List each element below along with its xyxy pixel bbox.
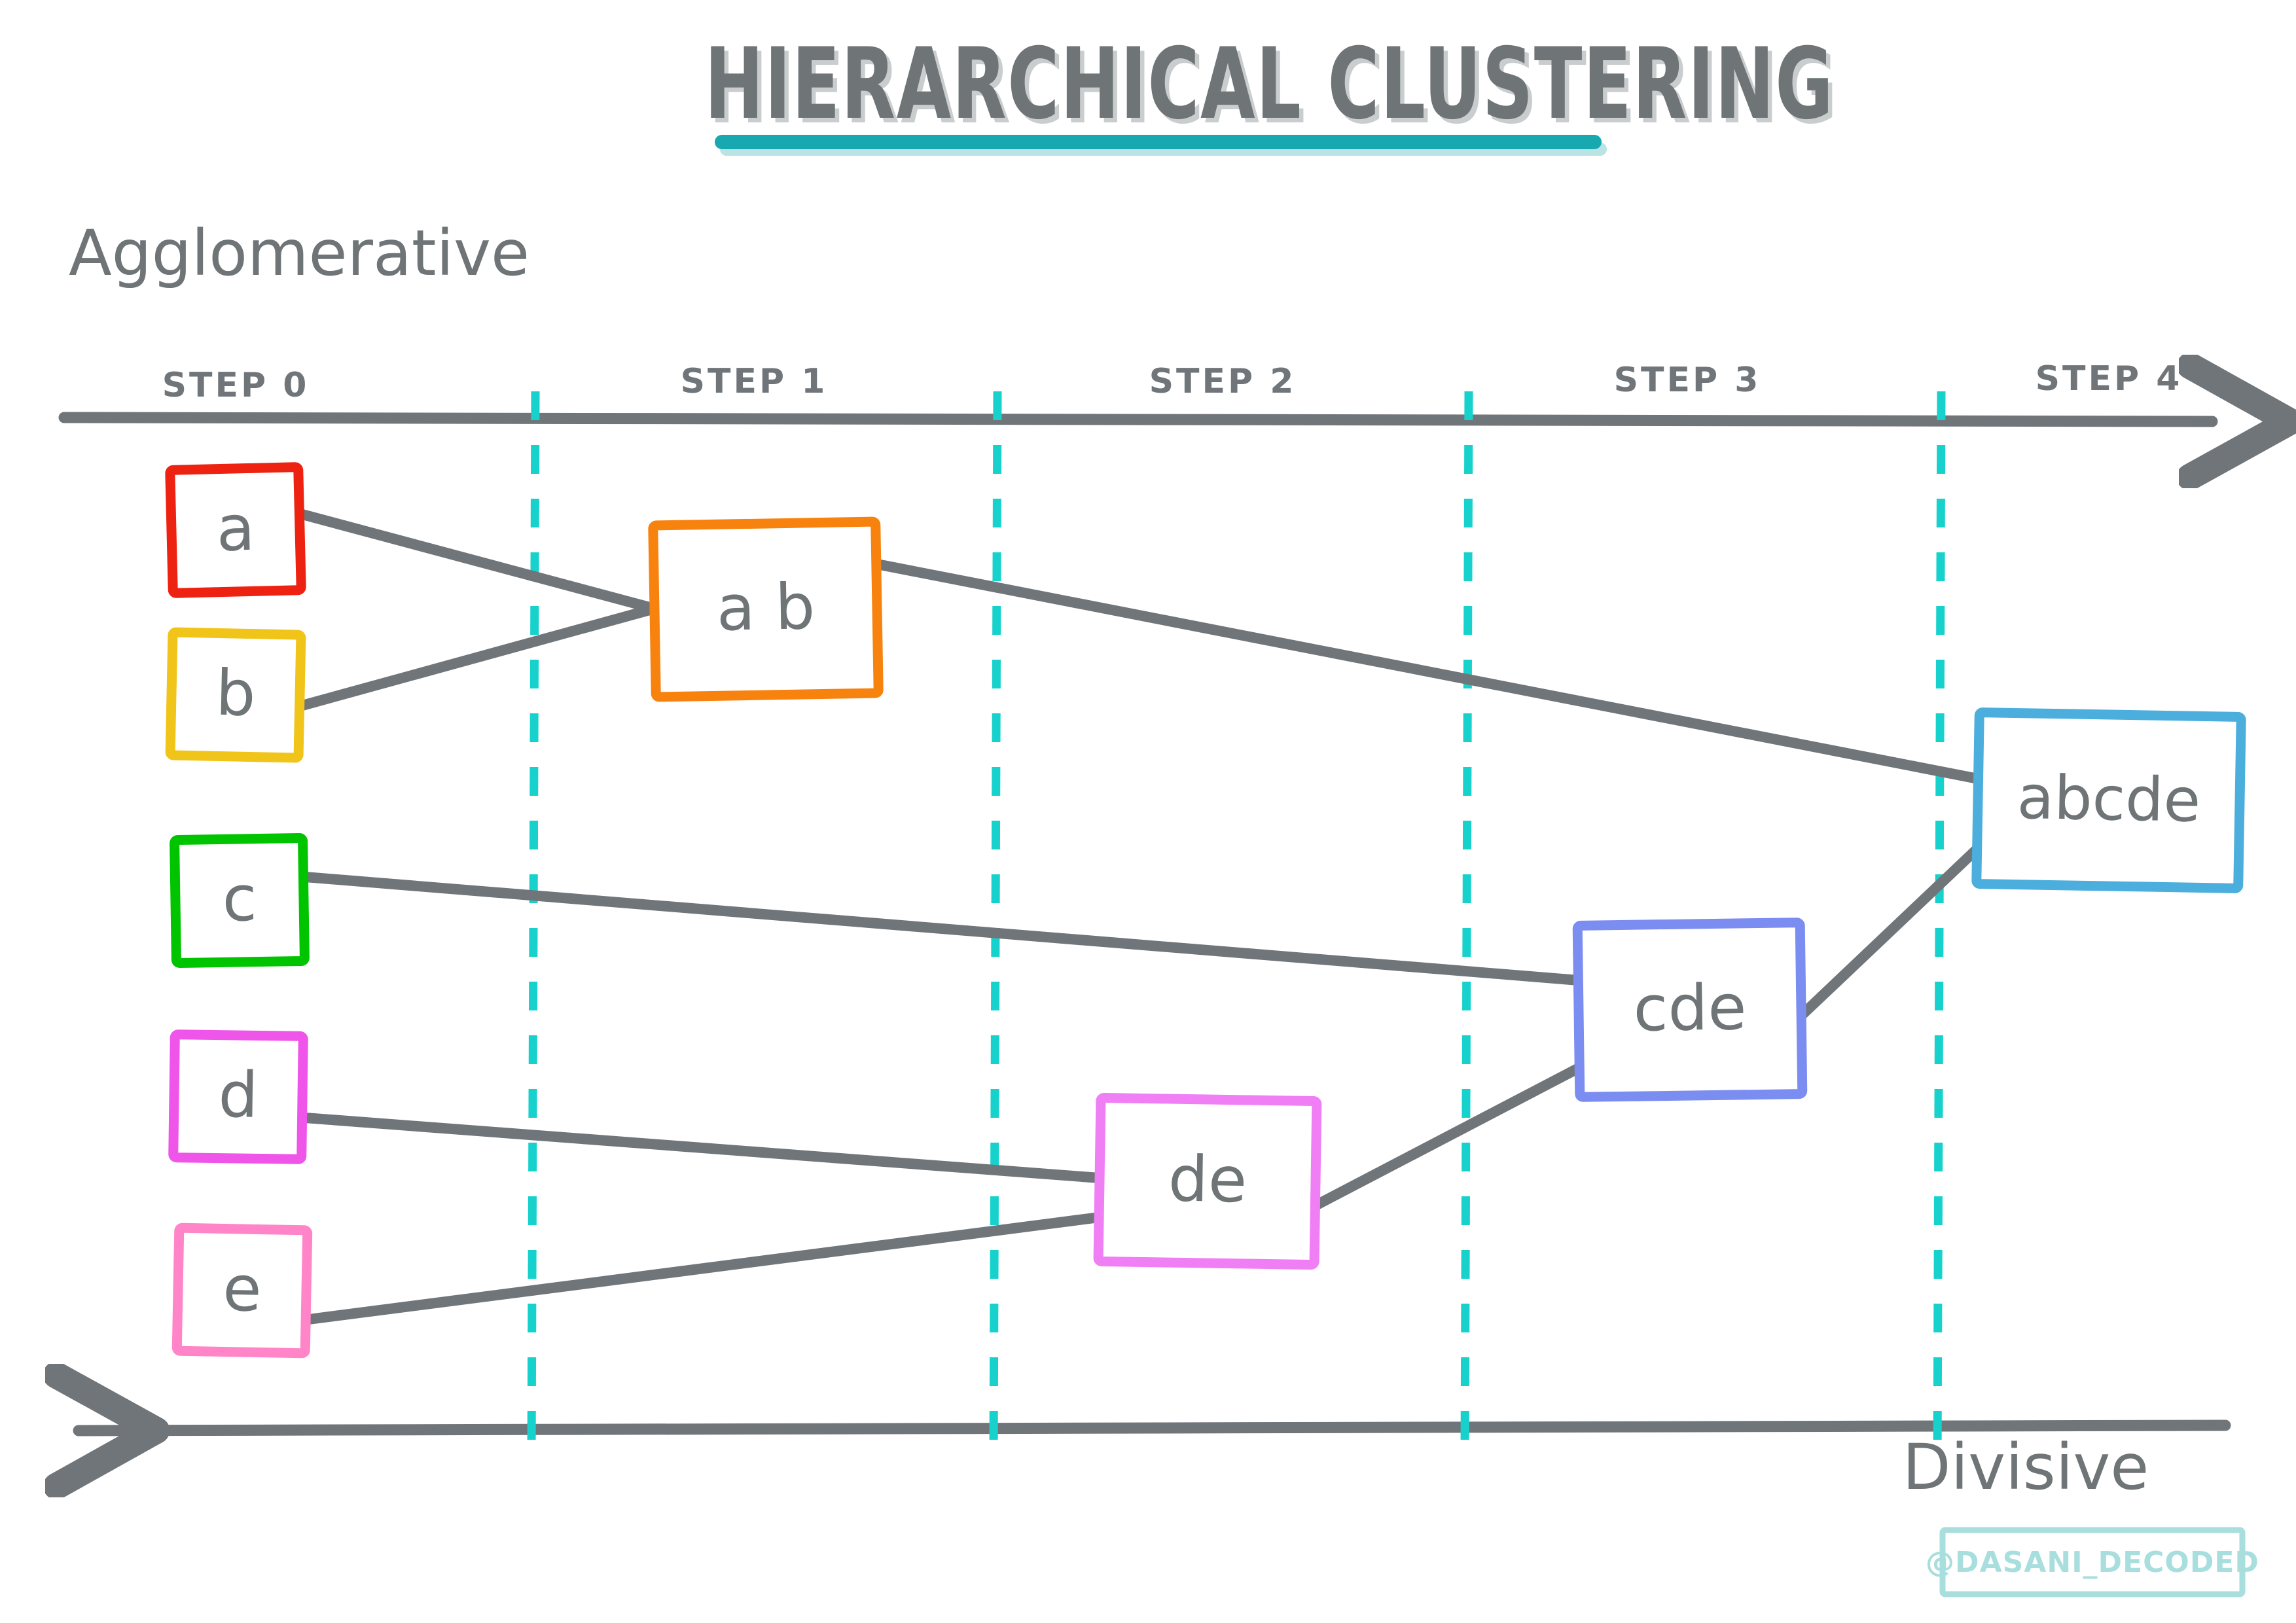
cluster-node-a[interactable]: a — [165, 462, 306, 598]
cluster-node-label-abcde: abcde — [2017, 762, 2201, 836]
merge-link-a-to-ab — [297, 509, 660, 614]
cluster-node-de[interactable]: de — [1093, 1093, 1322, 1270]
title-underline — [715, 135, 1607, 156]
cluster-node-border-a — [165, 462, 306, 598]
cluster-node-label-de: de — [1168, 1142, 1247, 1217]
merge-link-d-to-de — [300, 1113, 1105, 1183]
cluster-node-fill-a — [170, 467, 302, 594]
merge-link-b-to-ab — [297, 603, 660, 711]
merge-link-e-to-de — [304, 1212, 1105, 1325]
step-dividers — [527, 391, 1946, 1457]
cluster-node-fill-abcde — [1976, 712, 2242, 889]
cluster-node-fill-de — [1098, 1097, 1317, 1265]
cluster-node-c[interactable]: c — [170, 833, 310, 968]
cluster-node-b[interactable]: b — [165, 627, 306, 763]
step-divider-4 — [1933, 391, 1946, 1457]
cluster-node-ab[interactable]: a b — [648, 516, 884, 702]
page-title: HIERARCHICAL CLUSTERING HIERARCHICAL CLU… — [704, 27, 1839, 145]
step-labels: STEP 0 STEP 1 STEP 2 STEP 3 STEP 4 — [162, 359, 2183, 405]
step-divider-2 — [989, 391, 1002, 1457]
cluster-node-fill-c — [174, 838, 305, 963]
bottom-axis-line — [79, 1425, 2231, 1431]
cluster-node-border-d — [168, 1029, 308, 1164]
step-divider-1 — [527, 391, 540, 1457]
step-label-3: STEP 3 — [1614, 361, 1761, 400]
cluster-node-label-a: a — [215, 491, 256, 565]
merge-link-ab-to-abcde — [872, 559, 1983, 784]
cluster-node-border-de — [1093, 1093, 1322, 1270]
step-label-2: STEP 2 — [1149, 362, 1297, 401]
cluster-node-label-ab: a b — [716, 570, 816, 645]
cluster-node-cde[interactable]: cde — [1572, 918, 1808, 1102]
cluster-node-border-cde — [1572, 918, 1808, 1102]
cluster-node-label-c: c — [222, 862, 258, 936]
cluster-node-border-abcde — [1971, 707, 2246, 893]
cluster-node-fill-e — [177, 1228, 308, 1353]
step-label-4: STEP 4 — [2036, 359, 2183, 399]
agglomerative-label: Agglomerative — [69, 217, 529, 290]
page-title-text: HIERARCHICAL CLUSTERING — [704, 27, 1834, 141]
merge-link-de-to-cde — [1310, 1063, 1584, 1211]
cluster-node-fill-b — [170, 632, 301, 758]
cluster-node-d[interactable]: d — [168, 1029, 308, 1164]
cluster-node-border-e — [171, 1222, 313, 1359]
step-label-0: STEP 0 — [162, 366, 310, 405]
cluster-node-abcde[interactable]: abcde — [1971, 707, 2246, 893]
cluster-node-fill-d — [173, 1034, 304, 1160]
cluster-node-fill-cde — [1577, 922, 1803, 1097]
merge-link-cde-to-abcde — [1796, 843, 1983, 1021]
cluster-node-border-ab — [648, 516, 884, 702]
page-title-shadow: HIERARCHICAL CLUSTERING — [709, 31, 1839, 145]
watermark-text: @DASANI_DECODED — [1926, 1546, 2259, 1579]
cluster-node-e[interactable]: e — [171, 1222, 313, 1359]
merge-link-c-to-cde — [300, 872, 1584, 986]
divisive-label: Divisive — [1903, 1431, 2149, 1504]
watermark: @DASANI_DECODED — [1926, 1527, 2259, 1597]
cluster-node-fill-ab — [653, 522, 879, 697]
cluster-node-border-c — [170, 833, 310, 968]
step-label-1: STEP 1 — [681, 362, 828, 401]
cluster-node-label-b: b — [215, 656, 256, 730]
step-divider-3 — [1460, 391, 1473, 1457]
cluster-node-label-d: d — [218, 1058, 259, 1132]
cluster-node-border-b — [165, 627, 306, 763]
top-axis-line — [58, 418, 2212, 421]
cluster-node-label-e: e — [222, 1252, 262, 1326]
cluster-node-label-cde: cde — [1633, 971, 1747, 1045]
